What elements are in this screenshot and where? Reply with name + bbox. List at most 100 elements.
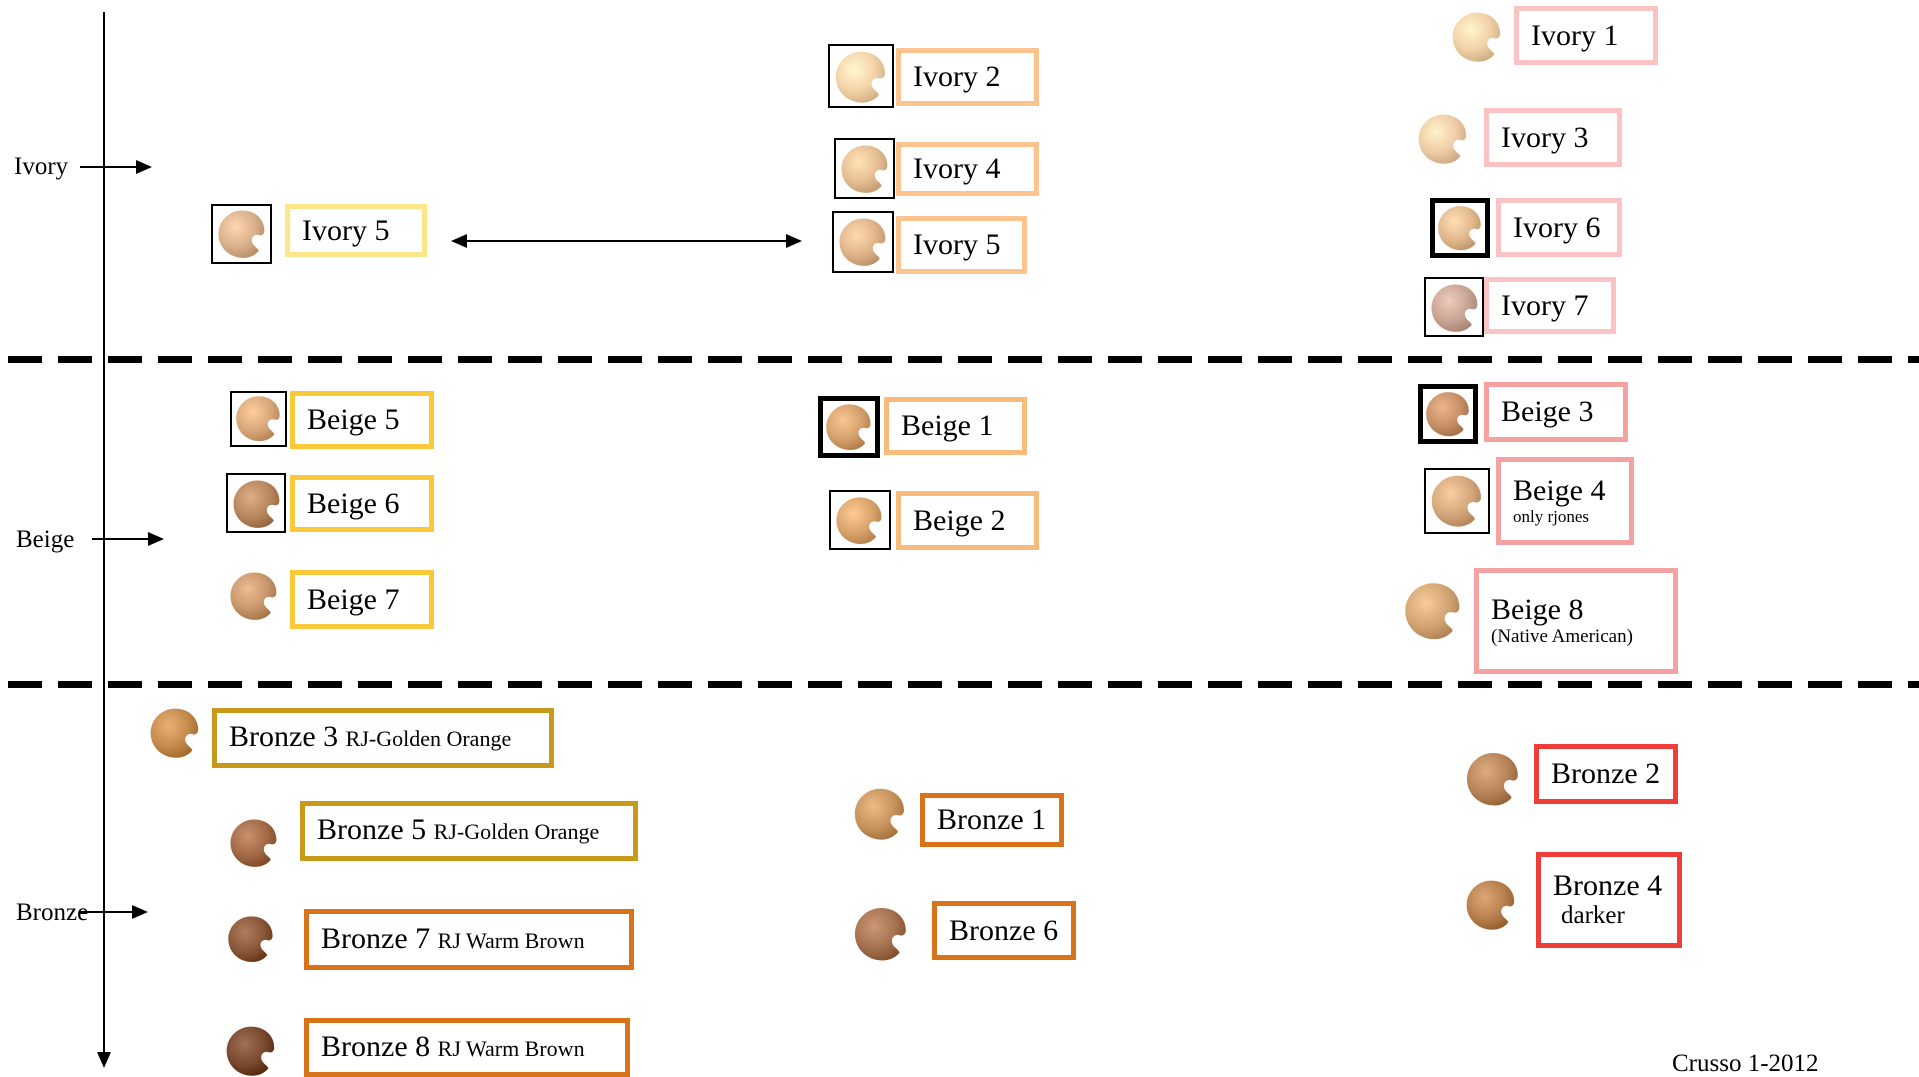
- beige-8-note: (Native American): [1491, 626, 1633, 647]
- beige-5-swatch: [232, 392, 285, 445]
- swatch-frame: [230, 391, 287, 447]
- beige-1-label: Beige 1: [901, 409, 994, 442]
- bronze-7-swatch: [224, 912, 278, 966]
- ivory-5-mid-swatch: [835, 214, 891, 270]
- swatch-frame: [834, 138, 895, 199]
- bronze-2-swatch: [1462, 748, 1524, 810]
- ivory-4-swatch: [837, 141, 893, 197]
- ivory-5-label: Ivory 5: [302, 213, 390, 247]
- bronze-5-swatch: [226, 815, 282, 871]
- beige-4-label: Beige 4: [1513, 474, 1606, 507]
- row-label-beige: Beige: [16, 526, 75, 553]
- beige-7-label: Beige 7: [307, 582, 400, 616]
- vertical-axis-arrowhead: [97, 1052, 111, 1068]
- beige-8-label: Beige 8: [1491, 593, 1584, 626]
- beige-7-swatch: [226, 568, 282, 624]
- bronze-3-label-box: Bronze 3 RJ-Golden Orange: [212, 708, 554, 768]
- beige-8-label-box: Beige 8 (Native American): [1474, 568, 1678, 674]
- row-label-ivory: Ivory: [14, 153, 69, 180]
- swatch-frame: [829, 490, 891, 550]
- swatch-frame: [226, 473, 286, 533]
- bronze-2-label: Bronze 2: [1551, 757, 1661, 790]
- bronze-8-label: Bronze 8: [321, 1029, 431, 1063]
- bronze-7-label: Bronze 7: [321, 921, 431, 955]
- swatch-frame-highlight: [818, 396, 880, 458]
- ivory-3-label: Ivory 3: [1501, 120, 1589, 154]
- beige-5-label: Beige 5: [307, 403, 400, 436]
- ivory5-double-arrow: [451, 234, 802, 248]
- ivory-4-label: Ivory 4: [913, 152, 1001, 185]
- beige-3-label: Beige 3: [1501, 395, 1594, 428]
- beige-arrow: [92, 532, 164, 546]
- bronze-6-swatch: [850, 903, 912, 965]
- ivory-3-label-box: Ivory 3: [1484, 108, 1622, 167]
- beige-2-label-box: Beige 2: [896, 491, 1039, 550]
- row-label-bronze: Bronze: [16, 899, 89, 926]
- ivory-2-label: Ivory 2: [913, 60, 1001, 93]
- bronze-arrow: [80, 905, 148, 919]
- beige-2-label: Beige 2: [913, 503, 1006, 537]
- ivory-4-label-box: Ivory 4: [896, 142, 1039, 196]
- beige-7-label-box: Beige 7: [290, 570, 434, 629]
- swatch-frame-highlight: [1418, 384, 1478, 444]
- bronze-5-label: Bronze 5: [317, 813, 427, 846]
- ivory-6-label: Ivory 6: [1513, 210, 1601, 244]
- bronze-5-note: RJ-Golden Orange: [433, 819, 600, 844]
- swatch-frame: [211, 204, 272, 264]
- credit-text: Crusso 1-2012: [1672, 1050, 1819, 1077]
- ivory-5-mid-label-box: Ivory 5: [896, 216, 1027, 274]
- bronze-1-label: Bronze 1: [937, 803, 1047, 836]
- ivory-7-label: Ivory 7: [1501, 288, 1589, 322]
- ivory-5-label-box: Ivory 5: [285, 204, 427, 257]
- ivory-6-swatch: [1434, 202, 1486, 254]
- bronze-7-note: RJ Warm Brown: [437, 927, 585, 953]
- bronze-8-swatch: [222, 1022, 280, 1077]
- bronze-7-label-box: Bronze 7 RJ Warm Brown: [304, 909, 634, 970]
- ivory-6-label-box: Ivory 6: [1496, 198, 1622, 257]
- beige-3-swatch: [1422, 388, 1474, 440]
- beige-4-label-box: Beige 4 only rjones: [1496, 457, 1634, 545]
- beige-1-swatch: [822, 400, 876, 454]
- bronze-4-swatch: [1462, 876, 1520, 934]
- beige-1-label-box: Beige 1: [884, 397, 1027, 455]
- swatch-frame: [1424, 468, 1490, 534]
- beige-2-swatch: [832, 493, 887, 548]
- beige-8-swatch: [1400, 578, 1466, 644]
- ivory-1-swatch: [1448, 8, 1506, 66]
- beige-5-label-box: Beige 5: [290, 391, 434, 449]
- vertical-axis-line: [103, 12, 105, 1057]
- ivory-7-label-box: Ivory 7: [1484, 277, 1616, 334]
- ivory-7-swatch: [1427, 280, 1483, 336]
- bronze-1-swatch: [850, 784, 910, 844]
- ivory-3-swatch: [1414, 110, 1472, 168]
- ivory-5-mid-label: Ivory 5: [913, 228, 1001, 261]
- bronze-5-label-box: Bronze 5 RJ-Golden Orange: [300, 801, 638, 861]
- bronze-8-label-box: Bronze 8 RJ Warm Brown: [304, 1018, 630, 1077]
- bronze-6-label-box: Bronze 6: [932, 901, 1076, 960]
- ivory-1-label: Ivory 1: [1531, 18, 1619, 52]
- ivory-2-swatch: [831, 47, 891, 107]
- bronze-3-swatch: [146, 704, 204, 762]
- beige-6-label-box: Beige 6: [290, 475, 434, 532]
- bronze-4-label: Bronze 4: [1553, 869, 1663, 902]
- bronze-3-label: Bronze 3: [229, 720, 339, 753]
- swatch-frame-highlight: [1430, 198, 1490, 258]
- ivory-1-label-box: Ivory 1: [1514, 6, 1658, 65]
- swatch-frame: [828, 44, 894, 108]
- ivory-arrow: [80, 160, 152, 174]
- beige-6-swatch: [229, 476, 285, 532]
- beige-bronze-divider: [8, 681, 1919, 688]
- ivory-5-swatch: [214, 206, 270, 262]
- ivory-beige-divider: [8, 356, 1919, 363]
- bronze-8-note: RJ Warm Brown: [437, 1035, 585, 1061]
- swatch-frame: [832, 211, 894, 273]
- beige-4-note: only rjones: [1513, 507, 1590, 526]
- bronze-1-label-box: Bronze 1: [920, 793, 1064, 847]
- bronze-6-label: Bronze 6: [949, 913, 1059, 947]
- bronze-3-note: RJ-Golden Orange: [345, 726, 512, 751]
- beige-3-label-box: Beige 3: [1484, 382, 1628, 442]
- beige-6-label: Beige 6: [307, 486, 400, 520]
- bronze-4-note: darker: [1561, 902, 1625, 929]
- swatch-frame: [1424, 277, 1484, 337]
